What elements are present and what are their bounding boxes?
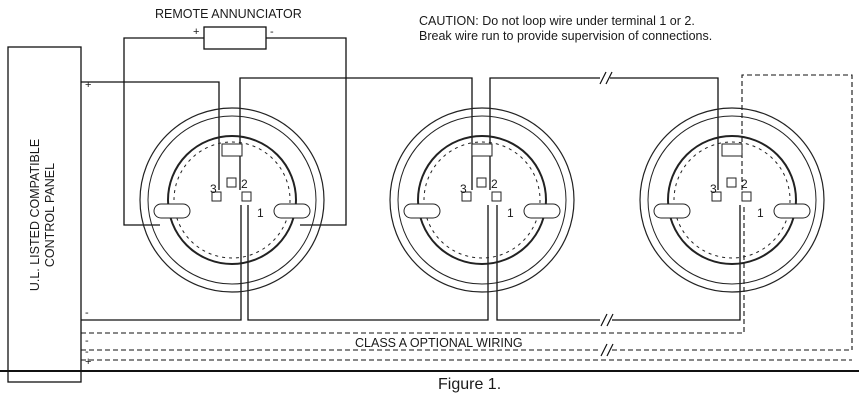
caution-line1: CAUTION: Do not loop wire under terminal… bbox=[419, 14, 695, 28]
annunciator-minus: - bbox=[270, 26, 274, 38]
class-a-wire-minus bbox=[81, 205, 745, 334]
caution-line2: Break wire run to provide supervision of… bbox=[419, 29, 712, 43]
terminal-1-label: 1 bbox=[757, 206, 764, 220]
annunciator-wire-minus bbox=[266, 37, 347, 226]
panel-terminal-minus: - bbox=[85, 307, 89, 319]
detector-dotted-ring bbox=[423, 141, 541, 259]
loop-wire-minus-seg3 bbox=[496, 205, 600, 321]
panel-label-line2: CONTROL PANEL bbox=[43, 163, 57, 267]
detector-dotted-ring bbox=[173, 141, 291, 259]
detector-outer-ring bbox=[139, 107, 325, 293]
annunciator-box bbox=[203, 26, 267, 50]
figure-caption: Figure 1. bbox=[438, 376, 501, 393]
control-panel-box bbox=[7, 46, 82, 383]
loop-wire-plus-seg3 bbox=[489, 77, 600, 190]
break-mark-bottom bbox=[600, 313, 608, 327]
break-mark-bottom-2 bbox=[606, 313, 614, 327]
break-mark-top-2 bbox=[605, 71, 613, 85]
annunciator-plus: + bbox=[193, 26, 199, 38]
terminal-3-label: 3 bbox=[460, 182, 467, 196]
panel-terminal-plus-top: + bbox=[85, 79, 91, 91]
mounting-tab-right bbox=[773, 203, 811, 219]
terminal-2-screw bbox=[726, 177, 737, 188]
loop-wire-minus-seg2 bbox=[247, 205, 489, 321]
terminal-3-label: 3 bbox=[710, 182, 717, 196]
terminal-2-screw bbox=[476, 177, 487, 188]
terminal-block-top bbox=[221, 143, 243, 157]
control-panel-label: U.L. LISTED COMPATIBLE CONTROL PANEL bbox=[28, 139, 57, 291]
class-a-label: CLASS A OPTIONAL WIRING bbox=[355, 336, 523, 350]
detector-ring-2 bbox=[147, 115, 317, 285]
detector-ring-2 bbox=[397, 115, 567, 285]
terminal-2-label: 2 bbox=[241, 177, 248, 191]
loop-wire-minus bbox=[81, 205, 242, 321]
loop-wire-plus-seg2 bbox=[239, 77, 473, 190]
terminal-2-label: 2 bbox=[491, 177, 498, 191]
detector-outer-ring bbox=[389, 107, 575, 293]
panel-label-line1: U.L. LISTED COMPATIBLE bbox=[28, 139, 42, 291]
break-mark-class-a-2 bbox=[606, 343, 614, 357]
detector-outer-ring bbox=[639, 107, 825, 293]
terminal-3-screw bbox=[711, 191, 722, 202]
break-mark-top bbox=[599, 71, 607, 85]
terminal-1-screw bbox=[491, 191, 502, 202]
panel-terminal-plus-bottom: + bbox=[85, 356, 91, 368]
terminal-2-screw bbox=[226, 177, 237, 188]
terminal-1-screw bbox=[741, 191, 752, 202]
detector-base-2: 3 2 1 bbox=[389, 107, 575, 293]
panel-terminal-dash-minus: - bbox=[85, 335, 89, 347]
annunciator-wire-plus bbox=[123, 37, 204, 226]
terminal-block-top bbox=[471, 143, 493, 157]
detector-dotted-ring bbox=[673, 141, 791, 259]
detector-ring-2 bbox=[647, 115, 817, 285]
mounting-tab-left bbox=[153, 203, 191, 219]
detector-inner-ring bbox=[417, 135, 547, 265]
mounting-tab-left bbox=[653, 203, 691, 219]
terminal-1-screw bbox=[241, 191, 252, 202]
terminal-3-screw bbox=[461, 191, 472, 202]
class-a-wire-plus bbox=[741, 74, 853, 350]
annunciator-title: REMOTE ANNUNCIATOR bbox=[155, 7, 302, 21]
panel-terminal-dash-minus-2: - bbox=[85, 346, 89, 358]
mounting-tab-right bbox=[523, 203, 561, 219]
mounting-tab-right bbox=[273, 203, 311, 219]
terminal-3-label: 3 bbox=[210, 182, 217, 196]
break-mark-class-a bbox=[600, 343, 608, 357]
terminal-1-label: 1 bbox=[257, 206, 264, 220]
loop-wire-minus-seg4 bbox=[612, 205, 741, 321]
detector-base-3: 3 2 1 bbox=[639, 107, 825, 293]
terminal-block-top bbox=[721, 143, 743, 157]
terminal-2-label: 2 bbox=[741, 177, 748, 191]
loop-wire-plus-seg4 bbox=[610, 77, 719, 190]
detector-inner-ring bbox=[167, 135, 297, 265]
loop-wire-plus bbox=[81, 81, 220, 190]
terminal-1-label: 1 bbox=[507, 206, 514, 220]
detector-base-1: 3 2 1 bbox=[139, 107, 325, 293]
detector-inner-ring bbox=[667, 135, 797, 265]
terminal-3-screw bbox=[211, 191, 222, 202]
mounting-tab-left bbox=[403, 203, 441, 219]
